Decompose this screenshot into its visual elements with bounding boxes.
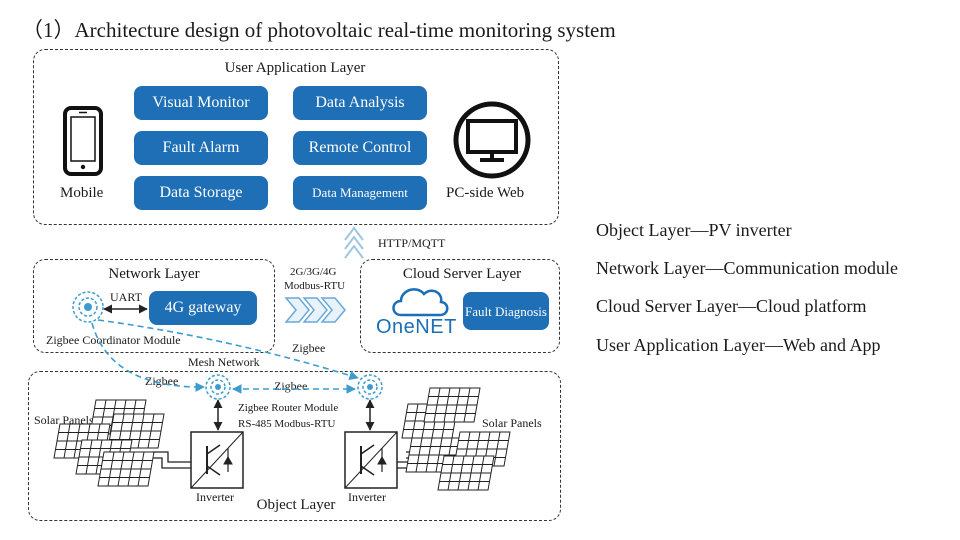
data-management-button: Data Management (293, 176, 427, 210)
solar-panels-right-icon (401, 387, 511, 491)
fault-alarm-button: Fault Alarm (134, 131, 268, 165)
zigbee-left-label: Zigbee (145, 374, 179, 388)
user-application-layer-title: User Application Layer (224, 60, 366, 76)
mobile-label: Mobile (60, 185, 104, 201)
inverter-right-label: Inverter (348, 490, 386, 504)
visual-monitor-button: Visual Monitor (134, 86, 268, 120)
uart-label: UART (110, 290, 142, 304)
pc-web-label: PC-side Web (446, 185, 525, 201)
cellular-label: 2G/3G/4G (290, 266, 337, 278)
inverter-right-icon (344, 431, 398, 489)
page-title: （1）Architecture design of photovoltaic r… (22, 18, 616, 42)
legend-cloud-layer: Cloud Server Layer—Cloud platform (596, 296, 867, 316)
zigbee-router-node-right-icon (357, 374, 383, 400)
fault-diagnosis-box: Fault Diagnosis (463, 292, 549, 330)
legend-network-layer: Network Layer—Communication module (596, 258, 898, 278)
cloud-server-layer-box (360, 259, 560, 353)
solar-panels-right-label: Solar Panels (482, 416, 542, 430)
solar-panels-left-icon (53, 399, 165, 487)
legend-object-layer: Object Layer—PV inverter (596, 220, 792, 240)
cloud-server-layer-title: Cloud Server Layer (402, 266, 522, 282)
object-layer-box (28, 371, 561, 521)
mesh-network-label: Mesh Network (188, 355, 260, 369)
http-mqtt-arrow-icon (344, 226, 364, 259)
zigbee-links (91, 319, 359, 394)
data-storage-button: Data Storage (134, 176, 268, 210)
zigbee-right-label: Zigbee (292, 341, 326, 355)
inverter-left-icon (190, 431, 244, 489)
legend-user-application-layer: User Application Layer—Web and App (596, 335, 881, 355)
onenet-logo-text: OneNET (376, 316, 457, 338)
object-layer-title: Object Layer (256, 497, 336, 513)
zigbee-coordinator-node-icon (72, 291, 104, 323)
zigbee-coordinator-label: Zigbee Coordinator Module (46, 333, 181, 347)
http-mqtt-label: HTTP/MQTT (378, 236, 446, 250)
4g-gateway-box: 4G gateway (149, 291, 257, 325)
mobile-phone-icon (63, 106, 103, 176)
modbus-rtu-cloud-label: Modbus-RTU (284, 280, 346, 292)
pc-monitor-icon (453, 101, 531, 179)
zigbee-router-label: Zigbee Router Module (238, 402, 339, 414)
data-analysis-button: Data Analysis (293, 86, 427, 120)
network-layer-box (33, 259, 275, 353)
user-application-layer-box (33, 49, 559, 225)
inverter-left-label: Inverter (196, 490, 234, 504)
network-to-cloud-arrow-icon (284, 297, 346, 323)
rs485-label: RS-485 Modbus-RTU (238, 418, 336, 430)
remote-control-button: Remote Control (293, 131, 427, 165)
zigbee-router-node-left-icon (205, 374, 231, 400)
network-layer-title: Network Layer (108, 266, 200, 282)
cloud-icon (392, 288, 449, 317)
